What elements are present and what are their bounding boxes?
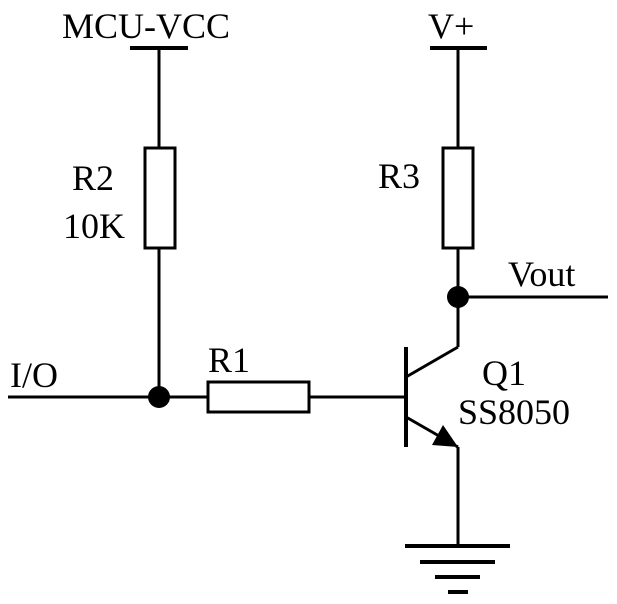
q1-emitter-arrow-tip bbox=[455, 444, 459, 449]
r1-resistor-body bbox=[206, 380, 311, 414]
junction-dot-io bbox=[148, 386, 170, 408]
r3-ref-label: R3 bbox=[378, 156, 420, 196]
q1-ref-label: Q1 bbox=[482, 353, 526, 393]
r2-value-label: 10K bbox=[63, 206, 125, 246]
r1-ref-label: R1 bbox=[208, 340, 250, 380]
r3-resistor-body bbox=[441, 146, 475, 250]
mcu-vcc-label: MCU-VCC bbox=[62, 6, 230, 46]
q1-emitter-arrow-icon bbox=[432, 425, 458, 447]
r2-ref-label: R2 bbox=[72, 158, 114, 198]
q1-collector-lead bbox=[405, 345, 459, 379]
vout-label: Vout bbox=[508, 254, 575, 294]
io-label: I/O bbox=[10, 355, 58, 395]
r2-resistor-body bbox=[143, 146, 177, 250]
q1-part-label: SS8050 bbox=[458, 392, 570, 432]
ground-icon bbox=[405, 544, 510, 594]
v-plus-label: V+ bbox=[428, 6, 474, 46]
